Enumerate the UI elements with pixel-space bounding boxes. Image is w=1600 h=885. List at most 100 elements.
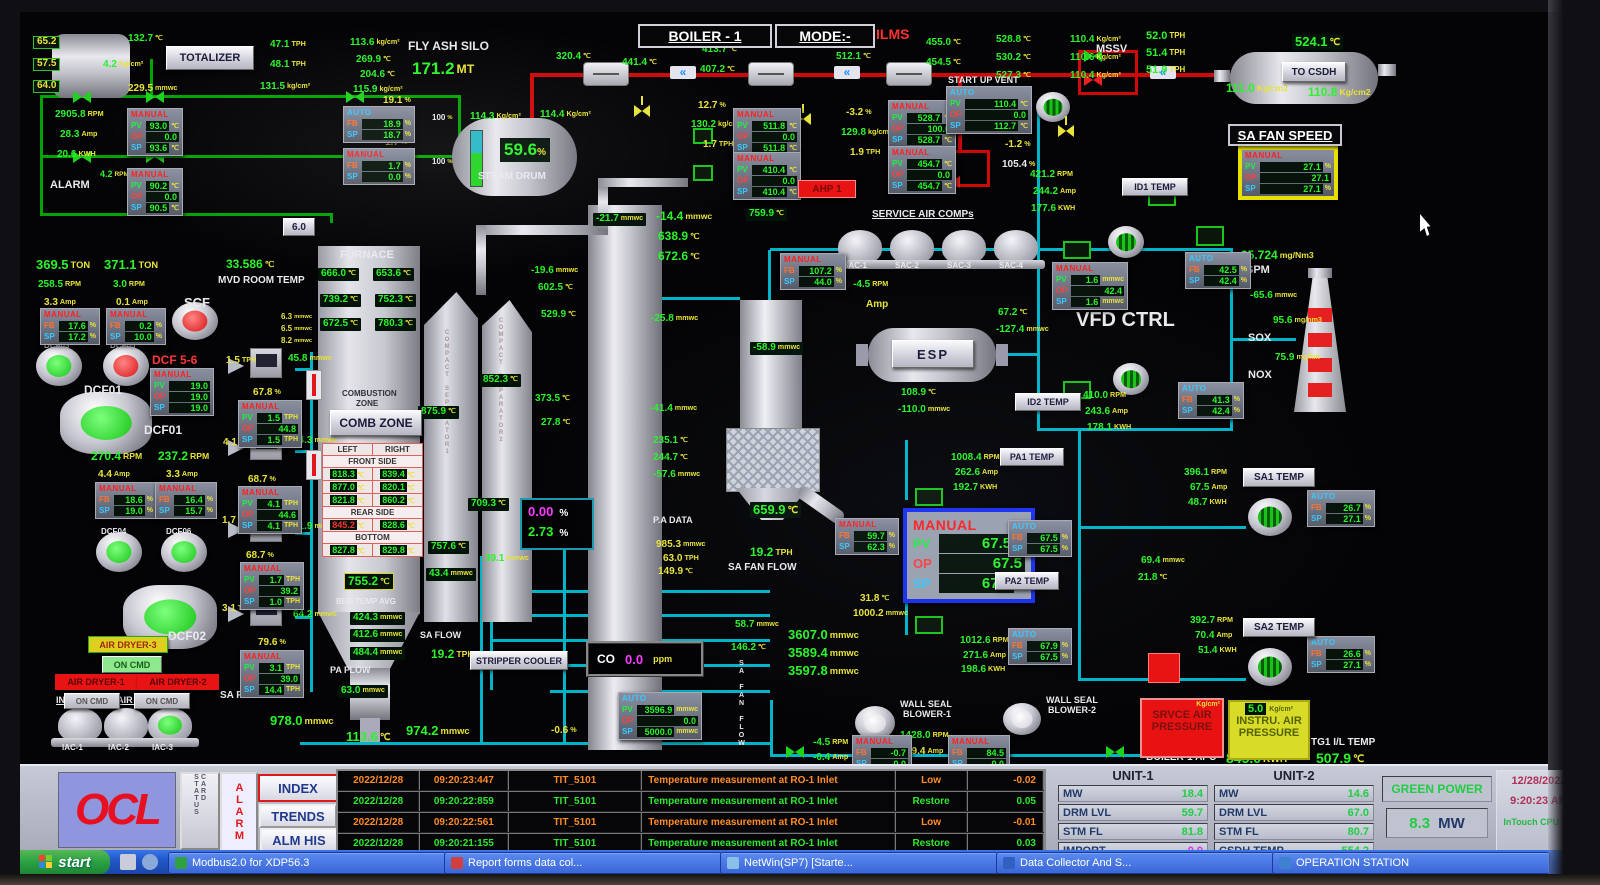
comp-icon[interactable]	[883, 230, 941, 269]
on-cmd-button[interactable]: ON CMD	[64, 693, 120, 709]
mode-box[interactable]: MODE:-	[775, 24, 875, 48]
blower-icon[interactable]	[1003, 703, 1041, 735]
comb-zone-button[interactable]: COMB ZONE	[330, 410, 422, 436]
id2-temp-button[interactable]: ID2 TEMP	[1015, 393, 1081, 411]
taskbar-task[interactable]: NetWin(SP7) [Starte...	[720, 852, 998, 874]
valve-icon[interactable]	[1084, 74, 1102, 86]
air-dryer-2[interactable]: AIR DRYER-2	[137, 674, 219, 690]
pumpbig-icon[interactable]	[60, 392, 152, 454]
id1-temp-button[interactable]: ID1 TEMP	[1122, 178, 1188, 196]
task-icon	[175, 857, 187, 869]
valve-icon[interactable]	[73, 151, 91, 163]
quick-launch-icon[interactable]	[142, 854, 158, 870]
comp-icon[interactable]	[141, 708, 199, 747]
comp-icon[interactable]	[935, 230, 993, 269]
card-status-button[interactable]: CARD STATUS	[180, 772, 220, 850]
valve-icon[interactable]	[1106, 746, 1124, 758]
comp-icon[interactable]	[51, 708, 109, 747]
trends-button[interactable]: TRENDS	[259, 804, 337, 828]
on-cmd-button[interactable]: ON CMD	[134, 693, 190, 709]
sa-fan-speed-label[interactable]: SA FAN SPEED	[1228, 124, 1342, 146]
index-button[interactable]: INDEX	[258, 774, 338, 802]
fan-icon[interactable]	[1108, 226, 1144, 258]
valve-icon[interactable]	[73, 91, 91, 103]
valve-icon[interactable]	[146, 91, 164, 103]
alm-his-button[interactable]: ALM HIS	[260, 828, 338, 852]
pa2-temp-button[interactable]: PA2 TEMP	[995, 572, 1059, 590]
comp-icon[interactable]	[97, 708, 155, 747]
pump-icon[interactable]	[103, 346, 149, 386]
to-csdh-button[interactable]: TO CSDH	[1282, 62, 1346, 82]
stripper-cooler-button[interactable]: STRIPPER COOLER	[470, 651, 568, 670]
valve-icon[interactable]	[346, 91, 364, 103]
pump-icon[interactable]	[36, 346, 82, 386]
pump-icon[interactable]	[172, 302, 218, 340]
taskbar-task[interactable]: OPERATION STATION	[1272, 852, 1550, 874]
setpoint-button[interactable]: 6.0	[283, 218, 315, 236]
alarm-desc: Temperature measurement at RO-1 Inlet	[642, 771, 897, 790]
taskbar-task[interactable]: Modbus2.0 for XDP56.3	[168, 852, 446, 874]
sa1-temp-button[interactable]: SA1 TEMP	[1243, 468, 1315, 487]
ahp1-button[interactable]: AHP 1	[798, 180, 856, 198]
pump-icon[interactable]	[96, 532, 142, 572]
air-dryer-3[interactable]: AIR DRYER-3	[88, 636, 168, 653]
valve-icon[interactable]	[786, 746, 804, 758]
valve-icon[interactable]	[1084, 50, 1102, 62]
pump-icon[interactable]	[161, 532, 207, 572]
sa2-temp-button[interactable]: SA2 TEMP	[1243, 618, 1315, 637]
fan-icon[interactable]	[1036, 92, 1070, 122]
on-cmd-button[interactable]: ON CMD	[102, 656, 162, 673]
fan-icon[interactable]	[1248, 498, 1292, 536]
blower-icon[interactable]	[855, 706, 895, 740]
start-button[interactable]: start	[20, 850, 110, 874]
pa1-temp-button[interactable]: PA1 TEMP	[1000, 448, 1064, 466]
air-dryer-1[interactable]: AIR DRYER-1	[55, 674, 137, 690]
taskbar-task[interactable]: Data Collector And S...	[996, 852, 1274, 874]
totalizer-button[interactable]: TOTALIZER	[166, 46, 254, 70]
pipe	[995, 353, 1039, 356]
comp-icon[interactable]	[987, 230, 1045, 269]
taskbar-task[interactable]: Report forms data col...	[444, 852, 722, 874]
fan-icon[interactable]	[1113, 363, 1149, 395]
manual-valve-icon[interactable]	[1058, 116, 1074, 138]
quick-launch-icon[interactable]	[120, 854, 136, 870]
valve-icon[interactable]	[146, 151, 164, 163]
manual-valve-icon[interactable]	[634, 96, 650, 118]
fan-icon[interactable]	[1248, 648, 1292, 686]
